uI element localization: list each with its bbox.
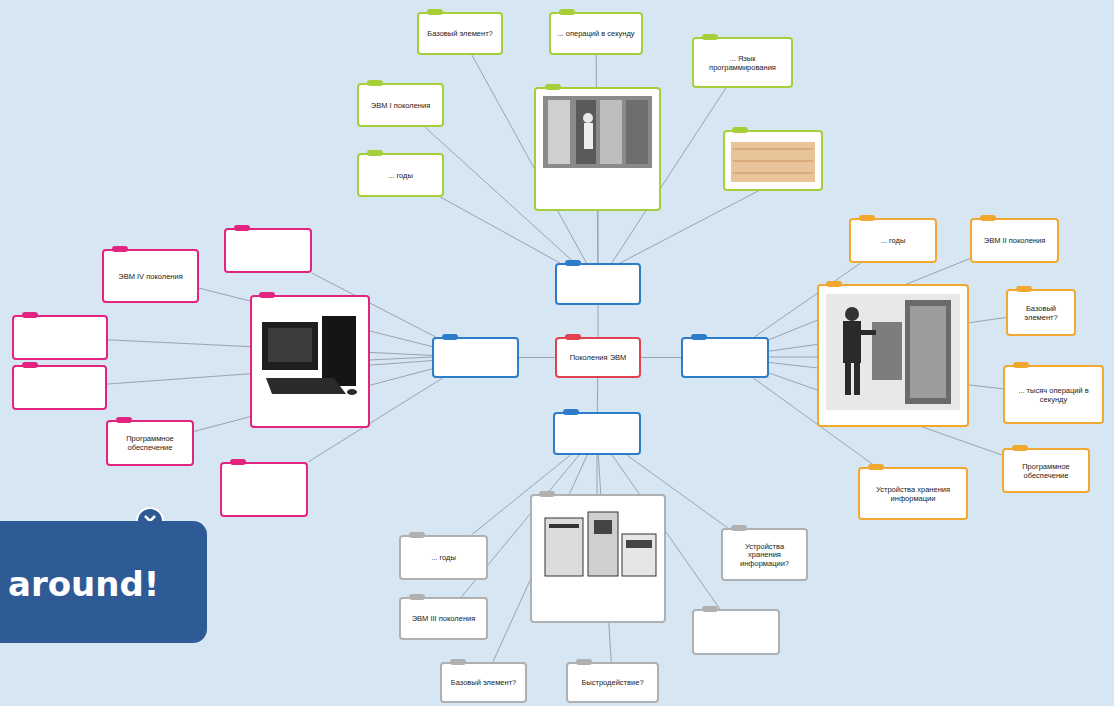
topic-box: ... тысяч операций в секунду <box>1003 365 1104 424</box>
topic-text: Программное обеспечение <box>1009 463 1083 480</box>
topic-box: Базовый элемент? <box>417 12 503 55</box>
topic-box: Быстродействие? <box>566 662 659 703</box>
node-tab <box>980 215 996 221</box>
topic-text: ... годы <box>388 172 413 181</box>
photo-frame <box>818 281 968 426</box>
topic-text: ... операций в секунду <box>557 30 634 39</box>
topic-box: Программное обеспечение <box>106 420 194 466</box>
node-tab <box>691 334 707 340</box>
node-tab <box>576 659 592 665</box>
node-tab <box>409 532 425 538</box>
topic-text: Устройства хранения информации <box>865 486 961 503</box>
leader-line <box>769 357 818 358</box>
topic-box: Программное обеспечение <box>1002 448 1090 493</box>
topic-text: ... годы <box>431 554 456 563</box>
node-tab <box>116 417 132 423</box>
photo-frame <box>531 491 665 622</box>
node-tab <box>1012 445 1028 451</box>
topic-box <box>224 228 312 273</box>
topic-box: Устройства хранения информации <box>858 467 968 520</box>
topic-box: ЭВМ III поколения <box>399 597 488 640</box>
topic-box <box>220 462 308 517</box>
leader-line <box>369 357 432 360</box>
node-tab <box>1016 286 1032 292</box>
topic-box: ... годы <box>849 218 937 263</box>
node-tab <box>234 225 250 231</box>
node-tab <box>367 150 383 156</box>
topic-text: ЭВМ III поколения <box>412 615 476 624</box>
node-tab <box>409 594 425 600</box>
topic-box <box>432 337 519 378</box>
connector <box>519 357 555 358</box>
topic-text: Быстродействие? <box>581 679 643 688</box>
topic-text: ... тысяч операций в секунду <box>1010 387 1097 404</box>
topic-box: ЭВМ II поколения <box>970 218 1059 263</box>
topic-box <box>12 315 108 360</box>
topic-box <box>553 412 641 455</box>
node-tab <box>1013 362 1029 368</box>
node-tab <box>22 312 38 318</box>
node-tab <box>565 260 581 266</box>
topic-box: ... Язык программирования <box>692 37 793 88</box>
connector <box>472 55 587 263</box>
node-tab <box>230 459 246 465</box>
node-tab <box>702 606 718 612</box>
central-topic: Поколения ЭВМ <box>555 337 641 378</box>
photo-frame <box>251 292 369 427</box>
node-tab <box>868 464 884 470</box>
node-tab <box>367 80 383 86</box>
node-tab <box>859 215 875 221</box>
node-tab <box>731 525 747 531</box>
popup-text: around! <box>8 564 159 604</box>
connector <box>597 378 598 412</box>
node-tab <box>442 334 458 340</box>
topic-box: ... операций в секунду <box>549 12 643 55</box>
topic-text: ЭВМ I поколения <box>371 102 430 111</box>
connector <box>641 357 681 358</box>
connector <box>598 305 599 337</box>
topic-box: ... годы <box>357 153 444 197</box>
topic-box: Устройства хранения информации? <box>721 528 808 581</box>
topic-text: ... годы <box>881 237 906 246</box>
leader-line <box>597 455 598 495</box>
topic-box: Базовый элемент? <box>440 662 527 703</box>
topic-text: Базовый элемент? <box>451 679 516 688</box>
topic-box: ЭВМ IV поколения <box>102 249 199 303</box>
topic-text: Базовый элемент? <box>427 30 492 39</box>
node-tab <box>702 34 718 40</box>
topic-text: Поколения ЭВМ <box>570 354 627 363</box>
topic-text: ... Язык программирования <box>699 55 786 72</box>
node-tab <box>563 409 579 415</box>
node-tab <box>427 9 443 15</box>
topic-text: ЭВМ II поколения <box>984 237 1046 246</box>
node-tab <box>450 659 466 665</box>
topic-box <box>12 365 107 410</box>
topic-box: ... годы <box>399 535 488 580</box>
topic-text: Устройства хранения информации? <box>728 543 801 569</box>
node-tab <box>559 9 575 15</box>
node-tab <box>22 362 38 368</box>
photo-frame <box>724 127 822 190</box>
photo-frame <box>535 84 660 210</box>
topic-text: Программное обеспечение <box>113 435 187 452</box>
topic-box: Базовый элемент? <box>1006 289 1076 336</box>
node-tab <box>565 334 581 340</box>
topic-text: ЭВМ IV поколения <box>118 273 182 282</box>
picture-leader-lines <box>369 190 818 495</box>
node-tab <box>112 246 128 252</box>
topic-box: ЭВМ I поколения <box>357 83 444 127</box>
topic-box <box>681 337 769 378</box>
topic-box <box>692 609 780 655</box>
topic-text: Базовый элемент? <box>1013 305 1069 322</box>
topic-box <box>555 263 641 305</box>
